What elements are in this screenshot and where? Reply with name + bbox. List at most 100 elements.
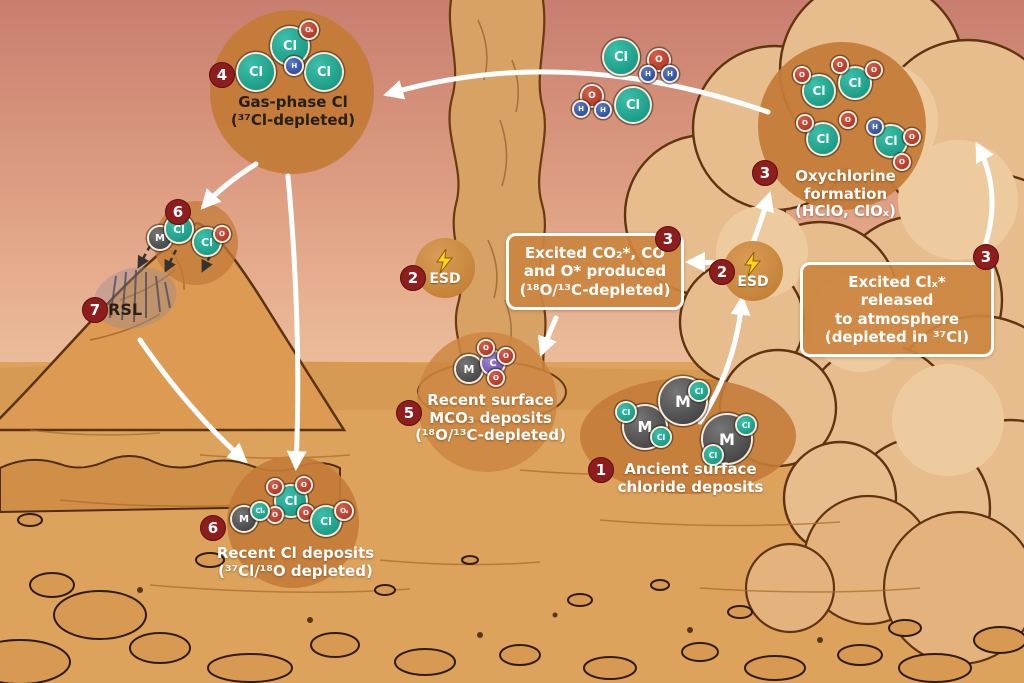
- deposit-blobs: [154, 10, 926, 588]
- gas-phase-label: Gas-phase Cl (³⁷Cl-depleted): [193, 93, 393, 129]
- cl-atom: Cl: [704, 446, 722, 464]
- cl-atom: Cl: [616, 88, 650, 122]
- arrow-rsl-to-recent-deposits: [137, 337, 248, 464]
- arrow-ancient-to-esd: [697, 295, 751, 425]
- hydrogen-atom: H: [596, 103, 610, 117]
- oxygen-atom: O: [833, 58, 847, 72]
- rsl-streaks: [109, 269, 171, 323]
- oxygen-atom: O: [841, 113, 855, 127]
- cl-atom: Cl: [617, 403, 635, 421]
- step-badge-4: 4: [209, 62, 235, 88]
- flow-arrows: [137, 69, 995, 471]
- cl-callout-line3: (depleted in ³⁷Cl): [824, 327, 970, 346]
- oxygen-atom: O: [582, 86, 602, 106]
- cl-atom: Clₓ: [252, 503, 268, 519]
- carbon-atom: C: [482, 352, 504, 374]
- esd-label: ESD: [429, 271, 461, 287]
- oxygen-atom: Oₓ: [301, 22, 317, 38]
- oxygen-atom: O: [905, 130, 919, 144]
- rocks: [0, 513, 1024, 683]
- cl-atom: Cl: [652, 428, 670, 446]
- cl-callout-line2: to atmosphere: [834, 309, 959, 328]
- step-badge-2-right: 2: [709, 259, 735, 285]
- oxygen-atom: O: [268, 508, 282, 522]
- arrow-atmosphere-to-gasphase: [383, 69, 771, 115]
- oxygen-atom: O: [299, 506, 313, 520]
- co2-callout-line3: (¹⁸O/¹³C-depleted): [519, 280, 671, 299]
- step-badge-5: 5: [396, 400, 422, 426]
- cl-atom: Cl: [604, 40, 638, 74]
- cl-atom: Cl: [306, 54, 342, 90]
- esd-left: ESD: [415, 238, 475, 298]
- step-badge-3-oxychlorine: 3: [752, 160, 778, 186]
- recent-line1: Recent Cl deposits: [216, 544, 375, 562]
- arrow-release-to-atmosphere: [975, 141, 995, 249]
- oxygen-atom: O: [268, 480, 282, 494]
- seep-arrow: [137, 245, 152, 269]
- cl-release-callout: Excited Clₓ* released to atmosphere (dep…: [800, 262, 994, 358]
- cl-atom: Cl: [737, 416, 755, 434]
- oxygen-atom: Oₓ: [336, 503, 352, 519]
- cl-atom: Cl: [804, 76, 834, 106]
- step-badge-3-callout: 3: [973, 244, 999, 270]
- hydrogen-atom: H: [663, 67, 677, 81]
- hydrogen-atom: H: [286, 58, 302, 74]
- hill: [0, 221, 347, 432]
- step-badge-7: 7: [82, 297, 108, 323]
- mco3-label: Recent surface MCO₃ deposits (¹⁸O/¹³C-de…: [398, 391, 583, 445]
- cl-atom: Cl: [690, 382, 708, 400]
- metal-atom: M: [149, 227, 171, 249]
- ancient-deposits-label: Ancient surface chloride deposits: [608, 460, 773, 496]
- mco3-line2: MCO₃ deposits: [429, 408, 552, 427]
- hydrogen-atom: H: [868, 120, 882, 134]
- oxychlorine-line2: formation: [803, 184, 888, 203]
- co2-callout: Excited CO₂*, CO and O* produced (¹⁸O/¹³…: [506, 233, 684, 310]
- step-badge-1: 1: [588, 457, 614, 483]
- hydrogen-atom: H: [641, 67, 655, 81]
- step-badge-2-left: 2: [400, 265, 426, 291]
- oxygen-atom: O: [867, 63, 881, 77]
- ancient-line2: chloride deposits: [617, 477, 764, 496]
- oxygen-atom: O: [798, 116, 812, 130]
- arrow-callout-to-mco3: [537, 315, 559, 357]
- step-badge-6-hill: 6: [165, 199, 191, 225]
- oxygen-atom: O: [215, 227, 229, 241]
- oxygen-atom: O: [297, 478, 311, 492]
- oxychlorine-line1: Oxychlorine: [795, 167, 896, 185]
- oxygen-atom: O: [795, 68, 809, 82]
- oxychlorine-label: Oxychlorine formation (HClO, ClOₓ): [758, 167, 933, 221]
- step-badge-6-deposits: 6: [200, 515, 226, 541]
- recent-line2: (³⁷Cl/¹⁸O depleted): [218, 561, 373, 580]
- step-badge-3-release: 3: [655, 226, 681, 252]
- cl-atom: Cl: [238, 54, 274, 90]
- oxygen-atom: O: [649, 50, 669, 70]
- co2-callout-line1: Excited CO₂*, CO: [524, 244, 666, 262]
- lightning-icon: [436, 249, 454, 273]
- arrow-gasphase-to-recent-deposits: [285, 173, 307, 471]
- esd-label: ESD: [737, 274, 769, 290]
- oxychlorine-line3: (HClO, ClOₓ): [795, 202, 896, 221]
- arrow-gasphase-to-hilltop: [200, 161, 259, 210]
- metal-atom: M: [456, 356, 482, 382]
- cl-atom: Cl: [840, 68, 870, 98]
- cl-atom: Cl: [808, 124, 838, 154]
- gas-phase-line1: Gas-phase Cl: [238, 93, 348, 111]
- rsl-label: RSL: [108, 300, 143, 319]
- seep-arrow: [164, 249, 178, 273]
- ancient-line1: Ancient surface: [624, 460, 757, 478]
- recent-deposits-label: Recent Cl deposits (³⁷Cl/¹⁸O depleted): [198, 544, 393, 580]
- pebbles: [137, 587, 823, 643]
- cl-callout-line1: Excited Clₓ* released: [848, 273, 946, 310]
- mco3-line1: Recent surface: [427, 391, 554, 409]
- cl-atom: Cl: [312, 507, 340, 535]
- gas-phase-line2: (³⁷Cl-depleted): [230, 110, 356, 129]
- lightning-icon: [744, 252, 762, 276]
- co2-callout-line2: and O* produced: [523, 262, 667, 281]
- oxygen-atom: O: [489, 371, 503, 385]
- hydrogen-atom: H: [574, 102, 588, 116]
- oxygen-atom: O: [895, 155, 909, 169]
- oxygen-atom: O: [499, 349, 513, 363]
